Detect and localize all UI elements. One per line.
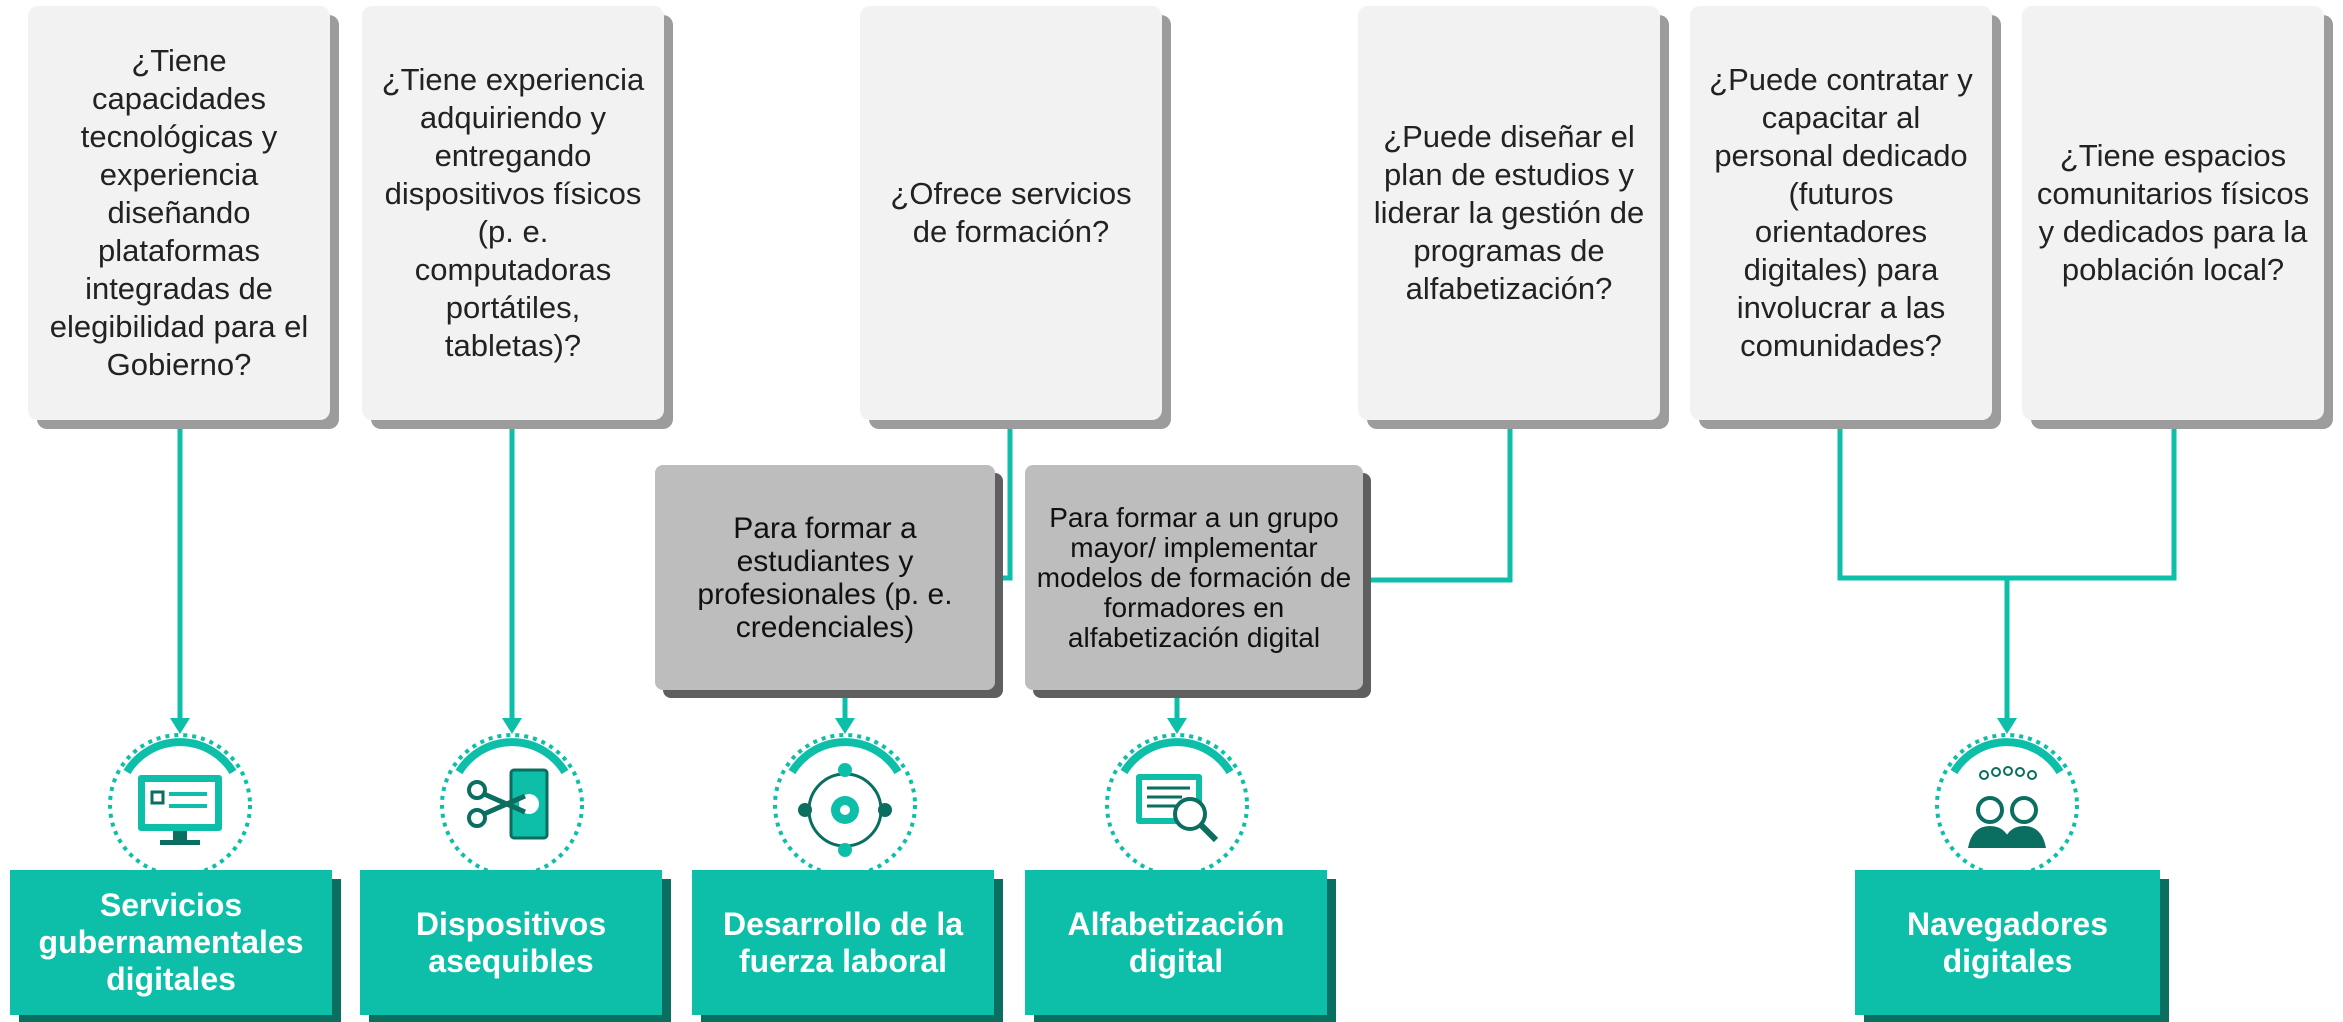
arrowhead (1167, 718, 1187, 734)
connector-line (1837, 422, 2177, 581)
question-text: ¿Ofrece servicios de formación? (890, 176, 1132, 249)
gear-people-network-icon (773, 733, 917, 877)
category-box-government: Servicios gubernamentales digitales (10, 870, 332, 1015)
question-text: ¿Puede contratar y capacitar al personal… (1709, 62, 1973, 363)
category-label: Desarrollo de la fuerza laboral (722, 905, 964, 979)
note-box-trainers: Para formar a un grupo mayor/ implementa… (1025, 465, 1363, 690)
connector-line (1000, 428, 1013, 581)
category-box-literacy: Alfabetización digital (1025, 870, 1327, 1015)
question-box-literacy: ¿Puede diseñar el plan de estudios y lid… (1358, 6, 1660, 420)
question-box-devices: ¿Tiene experiencia adquiriendo y entrega… (362, 6, 664, 420)
category-label: Navegadores digitales (1907, 905, 2108, 979)
computer-monitor-checklist-icon (108, 733, 252, 877)
question-box-spaces: ¿Tiene espacios comunitarios físicos y d… (2022, 6, 2324, 420)
scissors-cutting-money-icon (440, 733, 584, 877)
connector-line (1368, 428, 1513, 583)
question-text: ¿Tiene capacidades tecnológicas y experi… (49, 43, 309, 382)
question-box-staff: ¿Puede contratar y capacitar al personal… (1690, 6, 1992, 420)
question-box-training: ¿Ofrece servicios de formación? (860, 6, 1162, 420)
question-text: ¿Puede diseñar el plan de estudios y lid… (1373, 119, 1645, 306)
question-text: ¿Tiene espacios comunitarios físicos y d… (2036, 138, 2310, 287)
category-label: Dispositivos asequibles (415, 905, 607, 979)
arrowhead (835, 718, 855, 734)
note-box-students: Para formar a estudiantes y profesionale… (655, 465, 995, 690)
category-label: Alfabetización digital (1067, 905, 1285, 979)
question-text: ¿Tiene experiencia adquiriendo y entrega… (381, 62, 645, 363)
question-box-government: ¿Tiene capacidades tecnológicas y experi… (28, 6, 330, 420)
arrowhead (170, 718, 190, 734)
category-label: Servicios gubernamentales digitales (38, 887, 304, 997)
category-box-workforce: Desarrollo de la fuerza laboral (692, 870, 994, 1015)
arrowhead (502, 718, 522, 734)
category-box-devices: Dispositivos asequibles (360, 870, 662, 1015)
people-community-icon (1935, 733, 2079, 877)
category-box-navigators: Navegadores digitales (1855, 870, 2160, 1015)
document-magnifier-icon (1105, 733, 1249, 877)
arrowhead (1997, 718, 2017, 734)
note-text: Para formar a un grupo mayor/ implementa… (1036, 501, 1352, 653)
note-text: Para formar a estudiantes y profesionale… (697, 511, 953, 644)
